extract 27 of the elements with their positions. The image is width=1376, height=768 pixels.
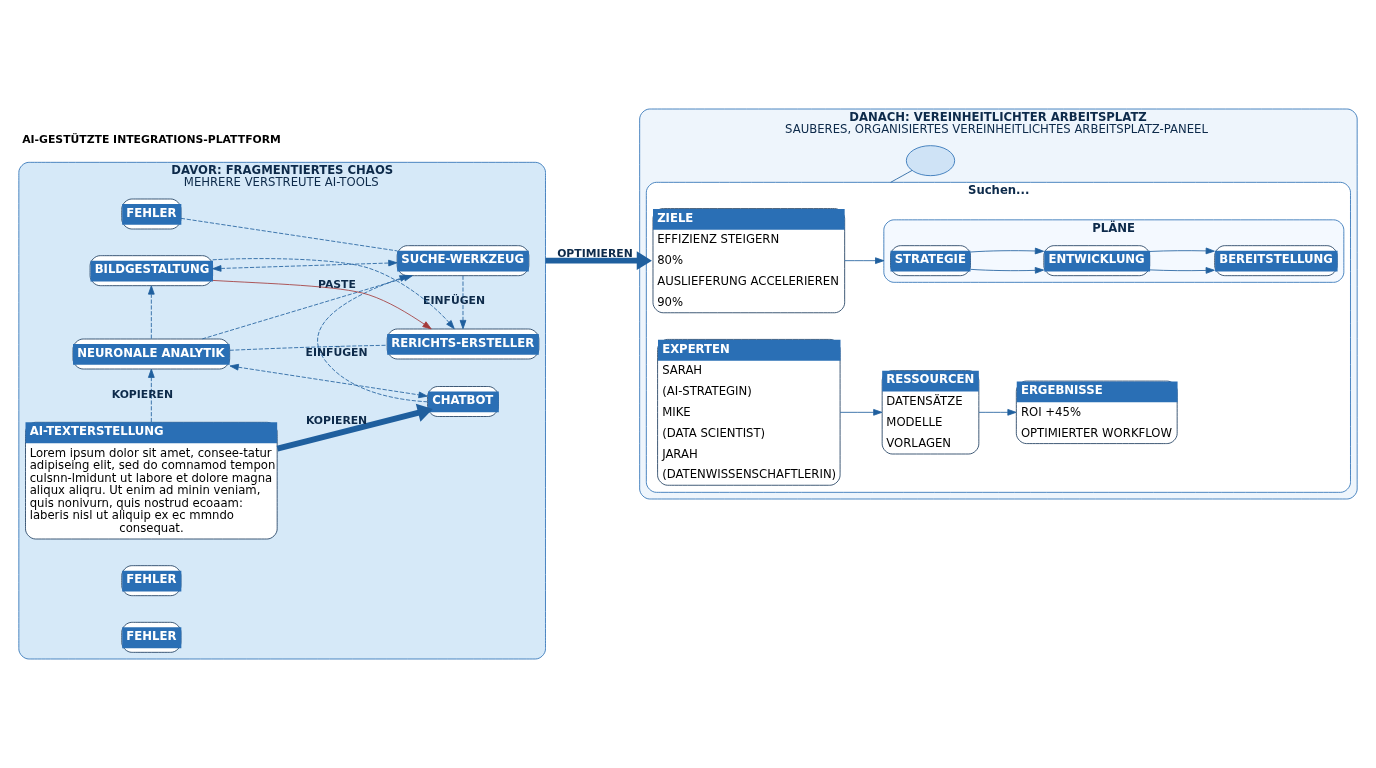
- arrow: [545, 251, 652, 270]
- connector: [180, 217, 398, 252]
- arrow: [978, 409, 1017, 416]
- arrow: [212, 258, 455, 330]
- arrow: [276, 403, 433, 452]
- edge-label: OPTIMIEREN: [557, 246, 633, 260]
- arrow: [839, 409, 883, 416]
- arrow: [844, 257, 885, 264]
- arrow: [459, 275, 467, 330]
- arrow: [212, 280, 432, 330]
- arrow: [970, 267, 1045, 274]
- arrow: [229, 363, 428, 399]
- edge-label: EINFÜGEN: [305, 346, 368, 359]
- edge-label: EINFÜGEN: [423, 294, 486, 308]
- label: AI-GESTÜTZTE INTEGRATIONS-PLATTFORM: [22, 132, 281, 146]
- edge-label: KOPIEREN: [111, 387, 174, 401]
- edge-label: PASTE: [318, 277, 356, 291]
- arrow: [970, 247, 1045, 255]
- arrow: [1149, 267, 1215, 274]
- arrow: [1149, 247, 1215, 255]
- edge-label: KOPIEREN: [305, 413, 368, 427]
- arrow: [212, 259, 398, 272]
- arrow: [148, 368, 155, 423]
- connector: [890, 170, 913, 183]
- arrow: [148, 285, 155, 340]
- connector: [229, 344, 388, 351]
- node-cloud: [905, 145, 956, 177]
